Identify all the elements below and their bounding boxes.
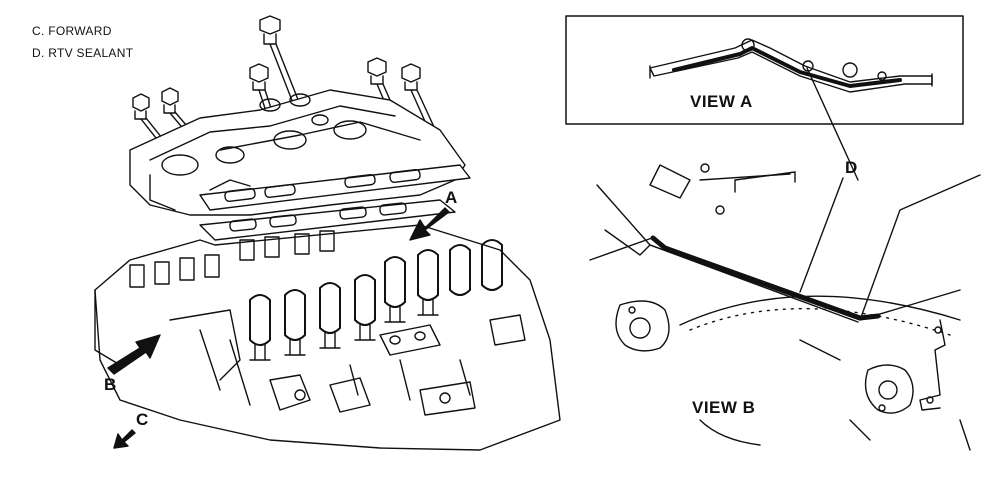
- engine-block: [94, 224, 561, 451]
- leader-line-d: [799, 67, 859, 293]
- rtv-sealant-bead: [650, 235, 881, 321]
- legend-item-rtv-sealant: D. RTV SEALANT: [32, 46, 134, 60]
- intake-manifold-drawing: [94, 15, 561, 451]
- arrow-b: [107, 334, 161, 375]
- legend-item-forward: C. FORWARD: [32, 24, 112, 38]
- callout-c: C: [136, 410, 149, 429]
- callout-d: D: [845, 158, 858, 177]
- view-b-drawing: [589, 163, 981, 451]
- arrow-c: [113, 429, 136, 449]
- arrow-a: [409, 207, 450, 241]
- view-b-title: VIEW B: [692, 398, 756, 417]
- view-a-inset: [565, 15, 964, 125]
- intake-gasket: [199, 199, 456, 241]
- manifold-body: [129, 89, 471, 216]
- legend: C. FORWARD D. RTV SEALANT: [32, 20, 133, 64]
- rocker-arms: [249, 239, 503, 346]
- valve-springs: [249, 299, 439, 361]
- view-a-title: VIEW A: [690, 92, 753, 111]
- callout-a: A: [445, 188, 458, 207]
- callout-b: B: [104, 375, 117, 394]
- view-a-gasket-detail: [649, 38, 933, 93]
